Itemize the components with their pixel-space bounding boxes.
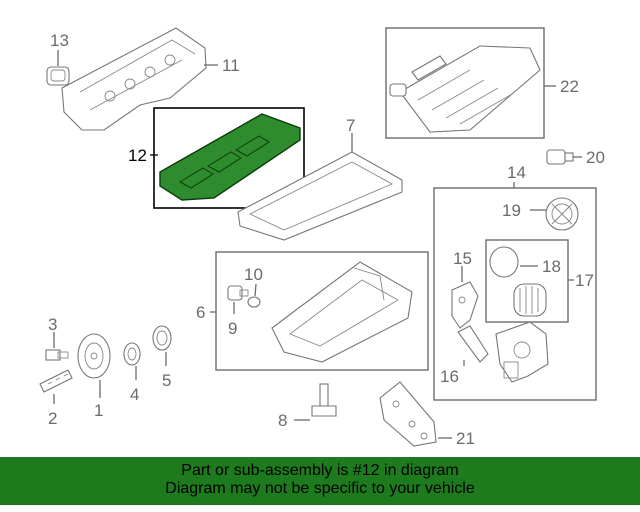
drain-plug-washer-part [247,283,261,308]
timing-cover-part [379,381,452,447]
part-14-box [433,187,597,401]
callout-5[interactable]: 5 [162,371,171,390]
part-12-box [153,107,305,209]
callout-3[interactable]: 3 [48,315,57,334]
callout-13[interactable]: 13 [50,31,69,50]
callout-18[interactable]: 18 [542,257,561,276]
intake-manifold-part [389,45,556,133]
callout-16[interactable]: 16 [440,367,459,386]
seal-part [457,325,489,366]
callout-15[interactable]: 15 [453,249,472,268]
valve-cover-gasket-part[interactable] [159,113,301,201]
part-17-box [485,239,569,323]
callout-22[interactable]: 22 [560,77,579,96]
callout-9[interactable]: 9 [228,319,237,338]
callout-10[interactable]: 10 [244,265,263,284]
info-banner: Part or sub-assembly is #12 in diagram D… [0,457,640,505]
oil-filter-housing-part [495,321,549,383]
bolt-part-2 [39,369,73,404]
oil-level-sensor-part [294,383,337,421]
callout-19[interactable]: 19 [502,201,521,220]
oil-pan-part [271,261,413,363]
callout-2[interactable]: 2 [48,409,57,428]
seal-ring-part-4 [123,342,141,380]
valve-cover-part [61,27,218,131]
vibration-damper-part [77,333,111,398]
callout-17[interactable]: 17 [575,271,594,290]
callout-1[interactable]: 1 [94,401,103,420]
callout-4[interactable]: 4 [130,385,139,404]
banner-line-1: Part or sub-assembly is #12 in diagram [181,462,459,479]
callout-20[interactable]: 20 [586,148,605,167]
banner-line-2: Diagram may not be specific to your vehi… [165,480,475,497]
drain-plug-part [227,285,249,314]
callout-11[interactable]: 11 [222,56,240,75]
oil-filler-cap-part [46,50,70,86]
bolt-part-3 [45,332,69,361]
part-22-box [385,27,545,139]
sensor-part [546,149,582,165]
oil-pan-gasket-part [237,133,403,241]
part-6-box [215,251,429,371]
filter-cap-part [530,197,579,231]
callout-8[interactable]: 8 [278,411,287,430]
callout-6[interactable]: 6 [196,303,205,322]
parts-diagram: 13 11 12 7 22 20 [39,27,605,448]
crankshaft-seal-part [152,325,172,366]
callout-14[interactable]: 14 [507,163,526,182]
housing-gasket-part [451,266,479,329]
callout-7[interactable]: 7 [346,116,355,135]
filter-element-part [513,283,547,317]
callout-12[interactable]: 12 [128,146,147,165]
callout-21[interactable]: 21 [456,429,475,448]
o-ring-part [489,246,538,278]
